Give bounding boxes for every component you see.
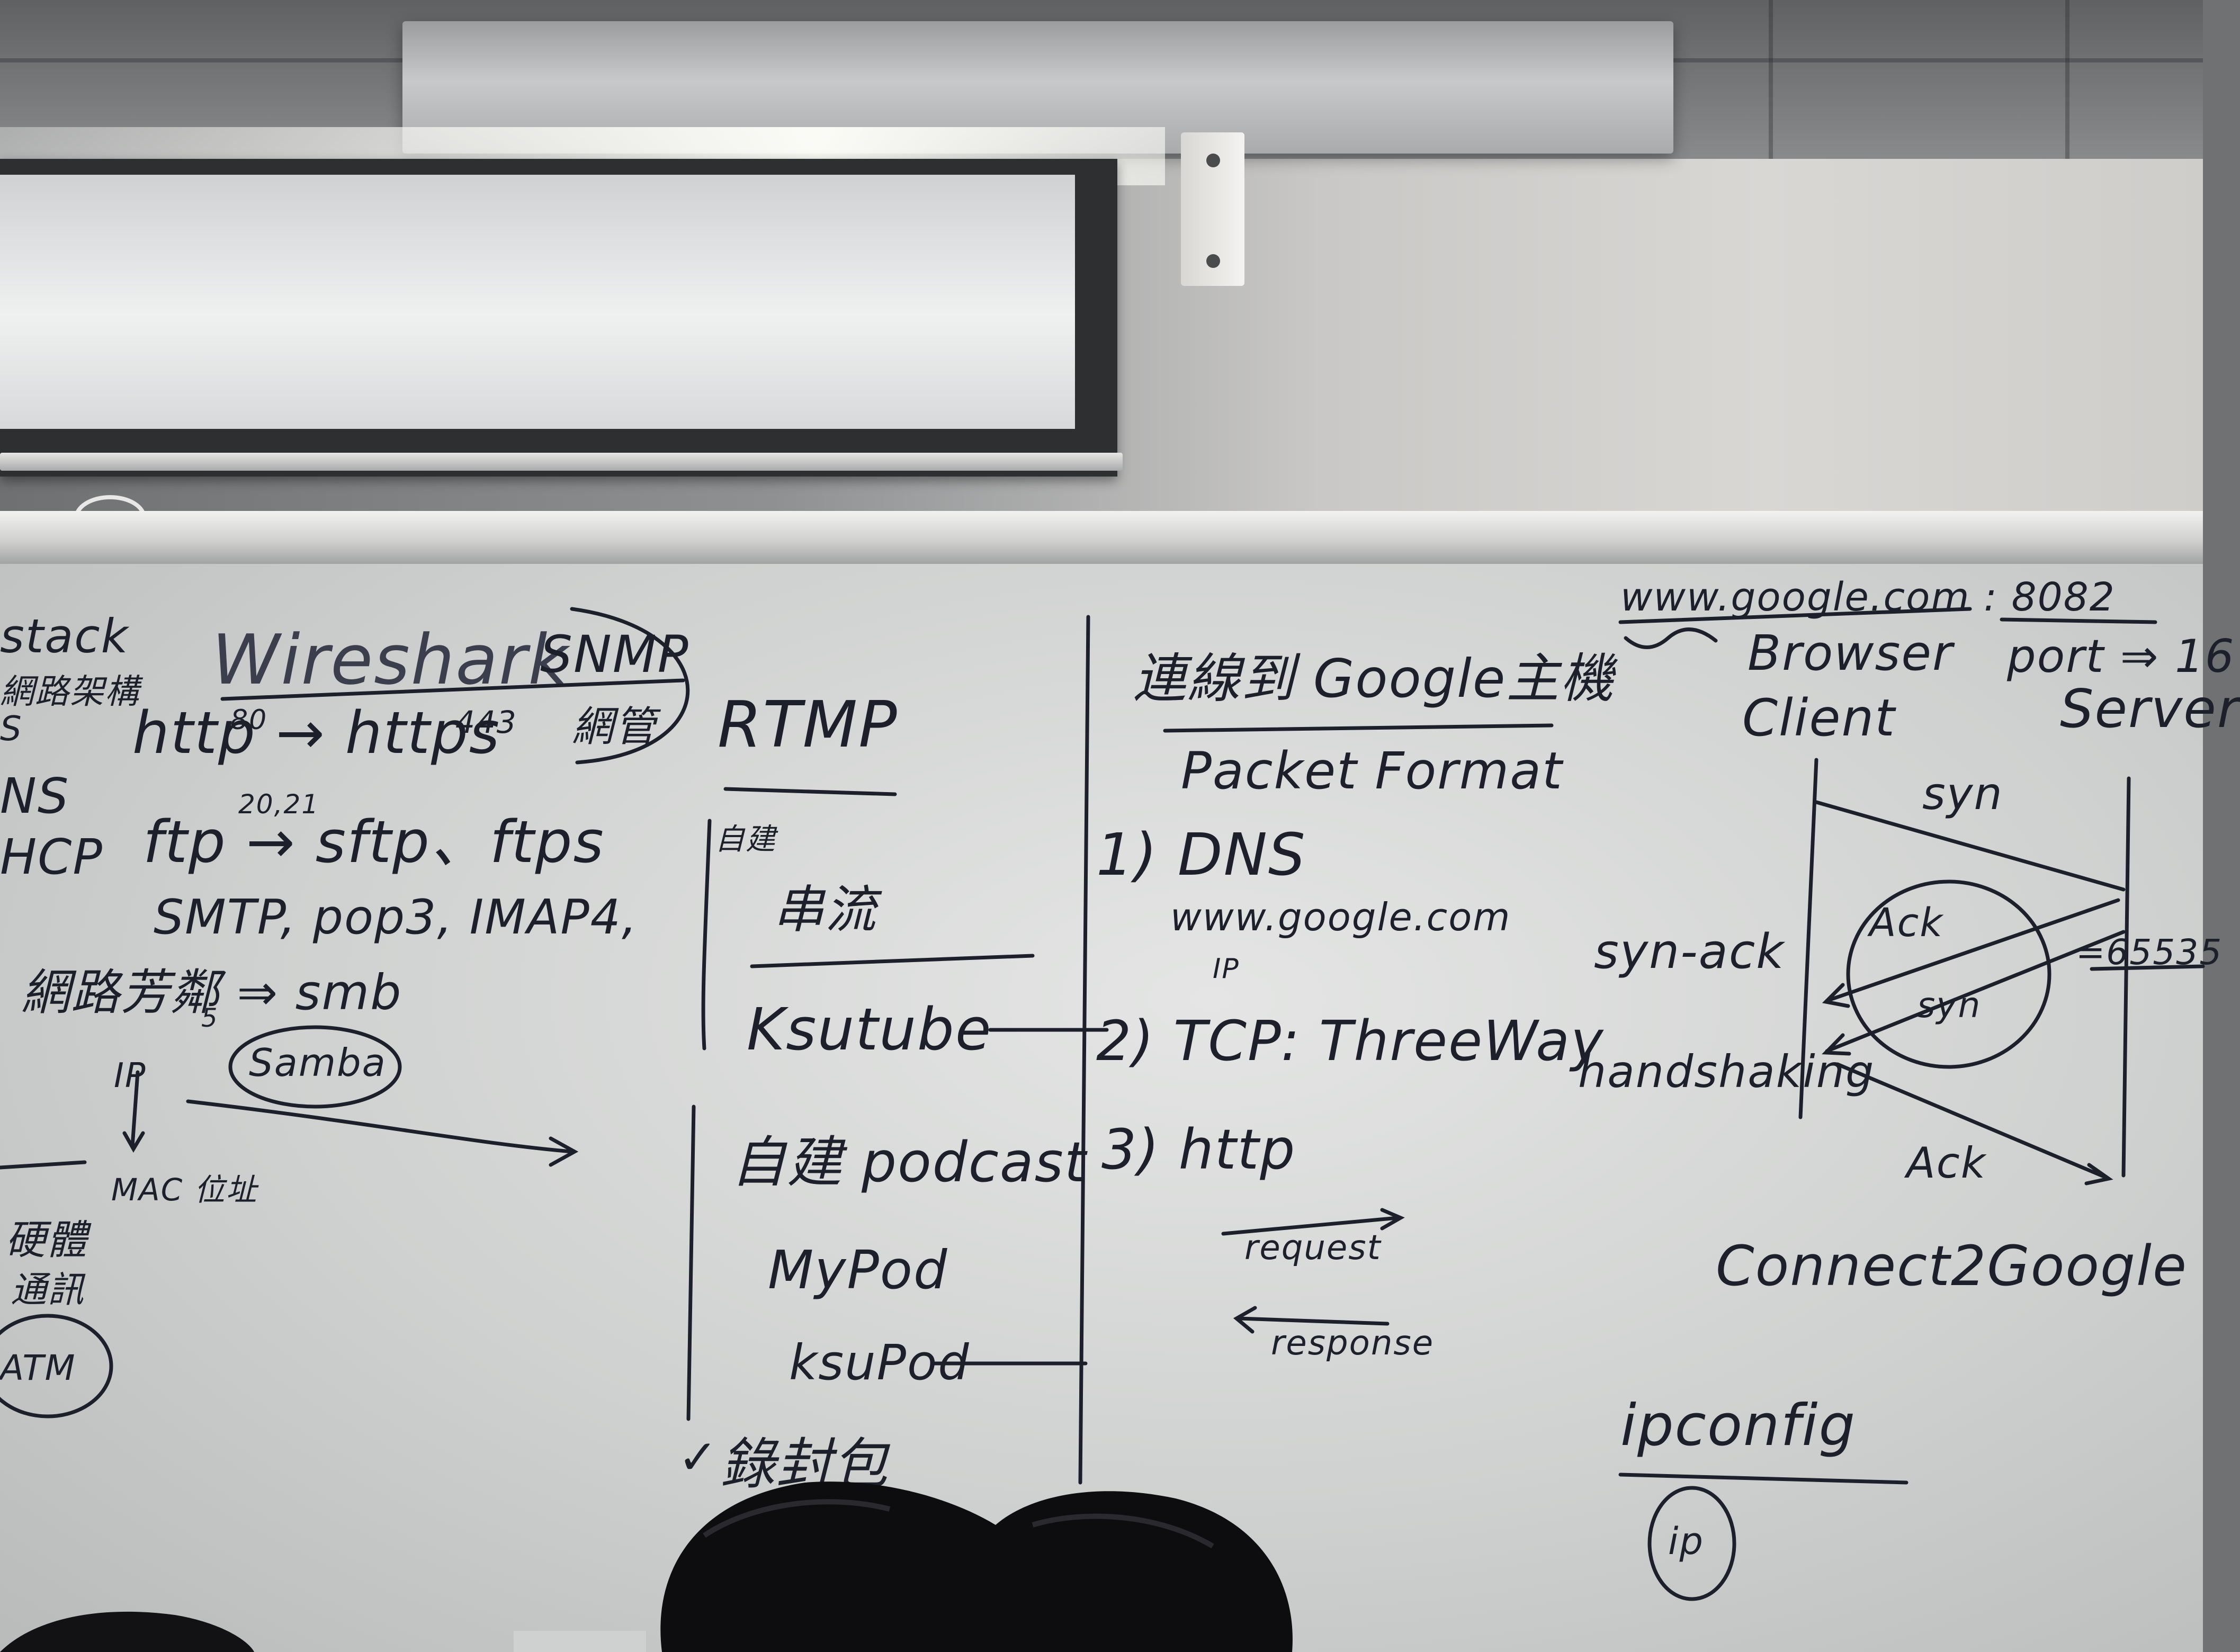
divider-rtmp: [701, 819, 712, 1051]
text-dns-host: www.google.com: [1170, 895, 1511, 939]
projector-screen-bar: [0, 453, 1123, 471]
text-wireshark: Wireshark: [212, 620, 569, 700]
text-ip-circle: ip: [1668, 1520, 1704, 1563]
text-ack-circle: Ack: [1869, 900, 1944, 946]
circle-samba: [228, 1025, 402, 1109]
client-timeline: [1798, 758, 1818, 1119]
text-edge-hcp: HCP: [0, 829, 103, 885]
text-handshaking: handshaking: [1578, 1046, 1875, 1098]
text-self-build: 自建: [715, 822, 776, 857]
text-mac-line: MAC 位址: [111, 1172, 258, 1208]
divider-line-center: [1078, 615, 1090, 1485]
text-podcast: 自建 podcast: [731, 1130, 1087, 1195]
text-samba: Samba: [249, 1040, 387, 1085]
arrow-syn-circle: [1822, 930, 2126, 1056]
text-port-max: =65535: [2076, 932, 2223, 973]
text-streaming: 串流: [773, 880, 877, 939]
arrow-ip-down: [122, 1070, 145, 1153]
arrow-request: [1221, 1208, 1405, 1236]
text-server: Server: [2060, 678, 2240, 740]
text-check: ✓: [678, 1430, 719, 1485]
line-port-max: [2090, 964, 2205, 971]
arrow-ack-bottom: [1835, 1062, 2113, 1186]
whiteboard-top-rail: [0, 511, 2203, 567]
whiteboard: [0, 564, 2203, 1652]
text-ksupod: ksuPod: [789, 1334, 970, 1391]
text-atm: ATM: [0, 1348, 76, 1388]
underline-ipconfig: [1618, 1473, 1909, 1485]
text-ack-bottom: Ack: [1906, 1138, 1987, 1188]
text-http-line: http → https: [132, 699, 501, 767]
underline-port: [2000, 617, 2157, 624]
line-left-edge: [0, 1160, 87, 1170]
text-mail-line: SMTP, pop3, IMAP4,: [154, 890, 638, 945]
text-ftp-line: ftp → sftp、ftps: [143, 808, 605, 876]
text-mypod: MyPod: [768, 1239, 948, 1301]
text-edge-s: S: [0, 710, 23, 749]
arrow-ip-to-mac: [186, 1099, 579, 1167]
text-request: request: [1244, 1228, 1382, 1268]
text-hardware: 硬體: [5, 1216, 88, 1263]
wall-bracket: [1181, 132, 1244, 286]
text-http-port: 80: [230, 704, 268, 736]
text-packet-format: Packet Format: [1181, 741, 1563, 801]
text-share-line: 網路芳鄰 ⇒ smb: [21, 964, 402, 1021]
underline-title: [1163, 723, 1554, 733]
text-step2: 2) TCP: ThreeWay: [1096, 1009, 1605, 1073]
text-client: Client: [1742, 688, 1896, 748]
text-snmp-note: 網管: [572, 703, 657, 751]
text-comm: 通訊: [11, 1269, 85, 1311]
text-ipconfig: ipconfig: [1620, 1393, 1857, 1459]
text-ksutube: Ksutube: [747, 995, 992, 1063]
text-step1: 1) DNS: [1096, 821, 1306, 888]
text-https-port: 443: [455, 704, 517, 740]
text-step3: 3) http: [1101, 1117, 1296, 1182]
circle-atm: [0, 1314, 113, 1418]
text-share-sub: 5: [201, 1003, 219, 1033]
divider-podcast: [686, 1105, 696, 1421]
text-title: 連線到 Google主機: [1133, 648, 1615, 710]
text-url: www.google.com : 8082: [1620, 574, 2116, 620]
circle-ip: [1647, 1486, 1736, 1601]
text-syn-circle: syn: [1917, 985, 1982, 1026]
underline-url: [1618, 607, 1972, 624]
underline-streaming: [750, 954, 1035, 968]
text-stack: stack: [0, 609, 129, 663]
arrow-ack-circle: [1822, 898, 2120, 1008]
arrow-response: [1233, 1306, 1390, 1334]
text-stack-note: 網路架構: [0, 672, 140, 712]
server-timeline: [2121, 776, 2131, 1178]
text-edge-ns: NS: [0, 768, 70, 824]
text-rtmp: RTMP: [718, 688, 898, 762]
circle-ack-syn: [1846, 879, 2051, 1069]
text-snmp: SNMP: [540, 625, 689, 684]
text-syn-ack: syn-ack: [1594, 924, 1785, 980]
text-ftp-ports: 20,21: [238, 789, 320, 820]
text-connect: Connect2Google: [1716, 1234, 2188, 1298]
bracket-snmp: [570, 607, 690, 765]
underline-wireshark: [220, 678, 685, 701]
text-response: response: [1271, 1324, 1435, 1363]
squiggle-url: [1624, 627, 1718, 649]
text-port-line: port ⇒ 16: [2007, 630, 2235, 683]
arrow-syn: [1814, 800, 2126, 892]
underline-rtmp: [723, 787, 897, 796]
text-ip: IP: [114, 1056, 147, 1096]
projector-screen: [0, 175, 1075, 429]
text-syn: syn: [1922, 768, 2003, 820]
text-dns-ip: IP: [1213, 953, 1240, 985]
text-browser: Browser: [1748, 625, 1954, 681]
